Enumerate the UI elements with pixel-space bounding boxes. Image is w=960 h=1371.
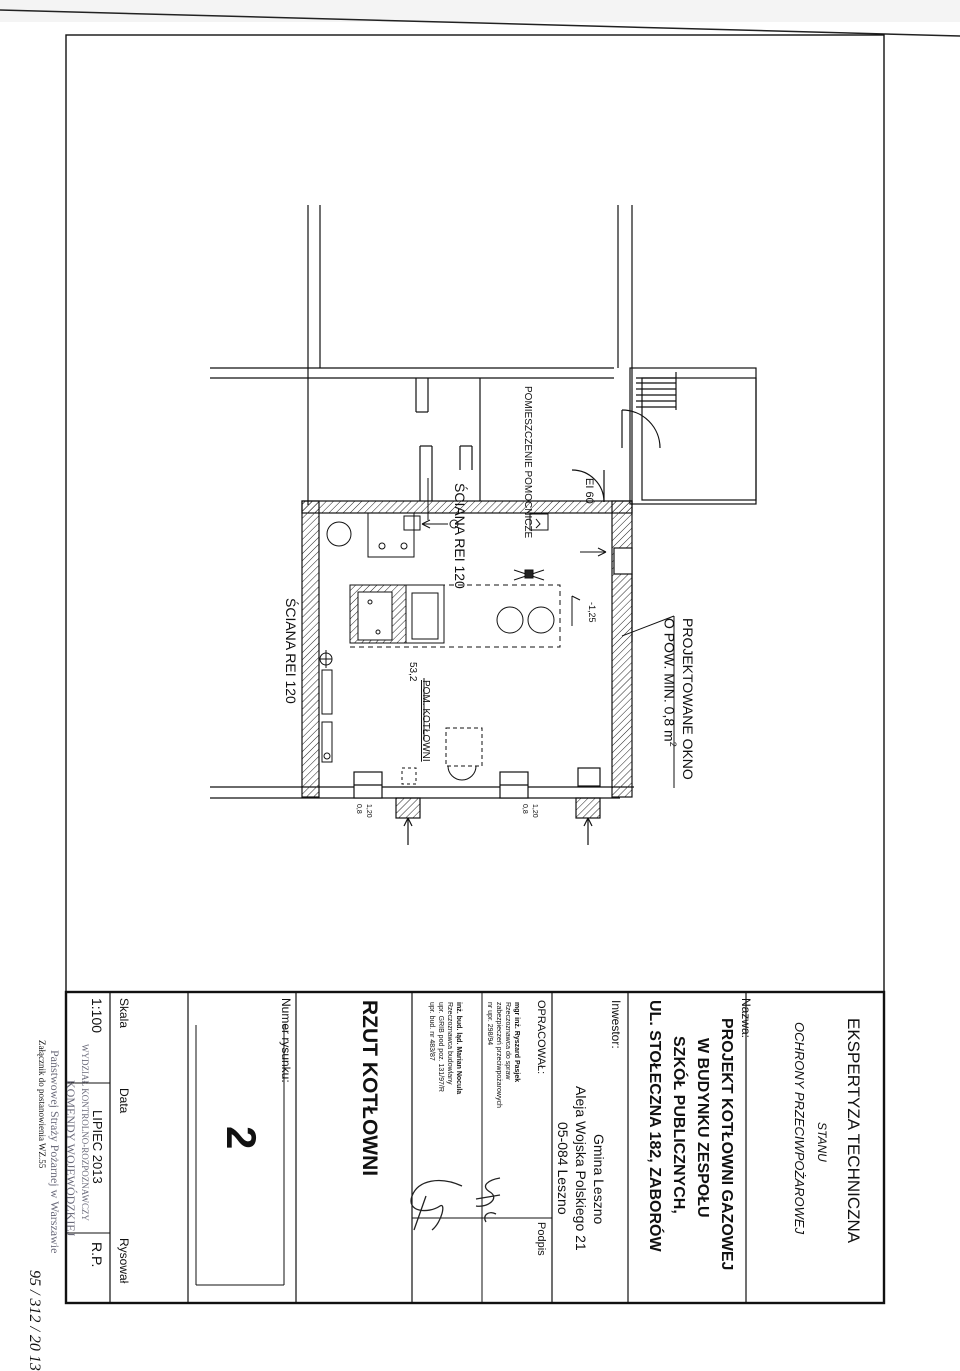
- author1-line-3: zabezpieczeń przeciwpożarowych: [495, 1002, 502, 1108]
- building-walls: [210, 205, 757, 845]
- author2-line-2: Rzeczoznawca budowlany: [446, 1002, 453, 1085]
- room-area-label: 53,2: [407, 662, 418, 682]
- project-line-4: UL. STOŁECZNA 182, ZABORÓW: [646, 1000, 663, 1252]
- data-label: Data: [117, 1088, 131, 1114]
- rysowal-label: Rysował: [117, 1238, 131, 1284]
- window-note-line2: O POW. MIN. 0,8 m2: [661, 618, 678, 747]
- wall-rei-left-label: ŚCIANA REI 120: [283, 598, 299, 704]
- stamp-line-3: Państwowej Straży Pożarnej w Warszawie: [48, 1050, 62, 1254]
- level-label: -1,25: [587, 602, 597, 623]
- boiler-room-equipment: [319, 478, 675, 788]
- window-dim-b-1: 0,8: [355, 804, 362, 814]
- window-dim-b-2: 0,8: [521, 804, 528, 814]
- project-line-2: W BUDYNKU ZESPOŁU: [694, 1038, 711, 1218]
- window-note-text: O POW. MIN. 0,8 m: [661, 618, 678, 742]
- window-note-line1: PROJEKTOWANE OKNO: [680, 618, 696, 780]
- author1-line-2: Rzeczoznawca do spraw: [504, 1002, 511, 1080]
- numer-value: 2: [218, 1126, 265, 1150]
- rysowal-value: R.P.: [89, 1242, 105, 1268]
- heading-sub2: OCHRONY PRZECIWPOŻAROWEJ: [792, 1022, 807, 1235]
- author2-line-4: upr. bud. nr 483/87: [428, 1002, 435, 1061]
- sheet-frame: [65, 34, 885, 1304]
- stamp-line-2: KOMENDY WOJEWÓDZKIEJ: [64, 1080, 78, 1237]
- numer-label: Numer rysunku:: [279, 998, 293, 1083]
- signature-2: [410, 1179, 463, 1231]
- heading-sub1: STANU: [815, 1122, 829, 1162]
- aux-room-label: POMIESZCZENIE POMOCNICZE: [522, 386, 533, 539]
- skala-label: Skala: [117, 998, 131, 1029]
- window-dim-a-1: 1,20: [365, 804, 372, 818]
- wall-rei-top-label: ŚCIANA REI 120: [452, 483, 468, 589]
- heading: EKSPERTYZA TECHNICZNA: [844, 1018, 863, 1244]
- window-dim-a-2: 1,20: [531, 804, 538, 818]
- podpis-label: Podpis: [535, 1222, 547, 1256]
- opracowal-label: OPRACOWAŁ:: [535, 1000, 547, 1075]
- author2-line-1: inż. bud. ląd. Marian Nocula: [455, 1002, 462, 1095]
- author2-line-3: upr. GRIB pod poz. 131/97/R: [437, 1002, 444, 1092]
- title-block-grid: [64, 990, 886, 1305]
- stamp-line-1: WYDZIAŁ KONTROLNO-ROZPOZNAWCZY: [80, 1044, 90, 1222]
- nazwa-label: Nazwa:: [739, 998, 753, 1039]
- drawing-title: RZUT KOTŁOWNI: [358, 1000, 381, 1177]
- skala-value: 1:100: [89, 998, 105, 1034]
- boiler-room-label: POM. KOTŁOWNI: [420, 680, 431, 762]
- inwestor-line-3: 05-084 Leszno: [555, 1122, 571, 1215]
- inwestor-label: Inwestor:: [609, 1000, 623, 1049]
- annex-number: 95 / 312 / 20 13: [26, 1270, 43, 1371]
- signature-1: [475, 1177, 501, 1223]
- data-value: LIPIEC 2013: [90, 1110, 105, 1184]
- annex-note: Załącznik do postanowienia WZ.55: [37, 1040, 47, 1169]
- door-rating-label: EI 60: [583, 478, 595, 504]
- inwestor-line-2: Aleja Wojska Polskiego 21: [573, 1086, 589, 1251]
- author1-line-4: nr upr. 298/94: [486, 1002, 493, 1046]
- author1-line-1: mgr inż. Ryszard Pasjek: [513, 1002, 520, 1083]
- project-line-1: PROJEKT KOTŁOWNI GAZOWEJ: [718, 1018, 735, 1271]
- window-note-sup: 2: [668, 741, 678, 747]
- inwestor-line-1: Gmina Leszno: [591, 1134, 607, 1225]
- project-line-3: SZKÓŁ PUBLICZNYCH,: [670, 1036, 687, 1214]
